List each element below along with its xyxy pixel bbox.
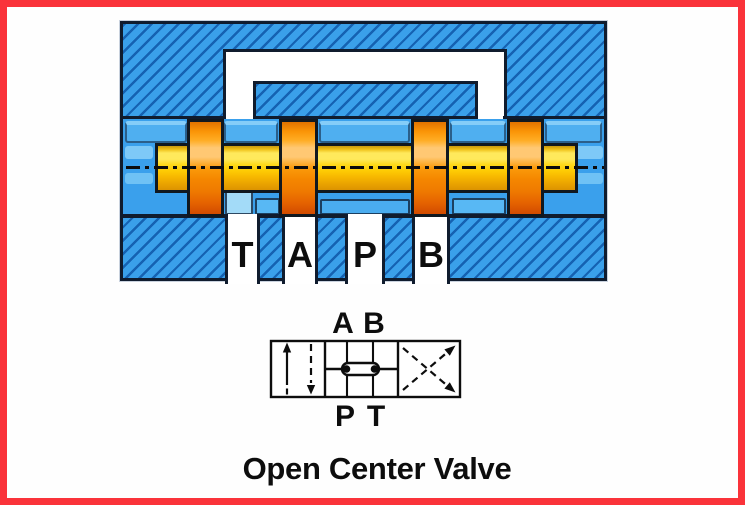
- bore-bottom-line: [384, 214, 413, 218]
- symbol-label-b: B: [363, 307, 385, 340]
- bore-recess: [452, 198, 506, 215]
- symbol-label-p: P: [334, 400, 356, 433]
- bore-highlight: [450, 121, 506, 143]
- bore-glow: [575, 173, 603, 184]
- bore-glow: [575, 146, 603, 159]
- symbol-envelope-drawing: [269, 339, 462, 399]
- symbol-label-t: T: [366, 400, 386, 433]
- bore-bottom-line: [120, 214, 226, 218]
- symbol-crossed-arrows: [402, 345, 456, 393]
- bore-highlight: [319, 121, 410, 143]
- bore-bottom-line: [259, 214, 283, 218]
- port-label-b: B: [418, 234, 444, 275]
- bore-top-line: [120, 115, 226, 119]
- tank-port-recess: [225, 190, 253, 215]
- bypass-channel-island: [253, 81, 478, 119]
- port-channel-a: A: [282, 214, 318, 284]
- bore-recess: [255, 198, 280, 215]
- bore-highlight: [125, 121, 187, 143]
- symbol-label-a: A: [332, 307, 354, 340]
- port-channel-t: T: [225, 214, 260, 284]
- diagram-title: Open Center Valve: [242, 451, 512, 486]
- port-label-a: A: [287, 234, 313, 275]
- bore-glow: [125, 146, 153, 159]
- bore-top-line: [503, 115, 607, 119]
- symbol-parallel-arrows: [282, 342, 316, 395]
- bore-bottom-line: [317, 214, 346, 218]
- spool-centerline: [126, 165, 604, 169]
- port-label-t: T: [231, 234, 254, 275]
- bore-highlight: [545, 121, 602, 143]
- port-channel-p: P: [345, 214, 385, 284]
- bore-glow: [125, 173, 153, 184]
- pressure-chamber-floor: [320, 199, 410, 215]
- port-channel-b: B: [412, 214, 450, 284]
- symbol-center-capsule: [340, 361, 381, 377]
- bore-highlight: [224, 121, 278, 143]
- port-label-p: P: [352, 234, 378, 275]
